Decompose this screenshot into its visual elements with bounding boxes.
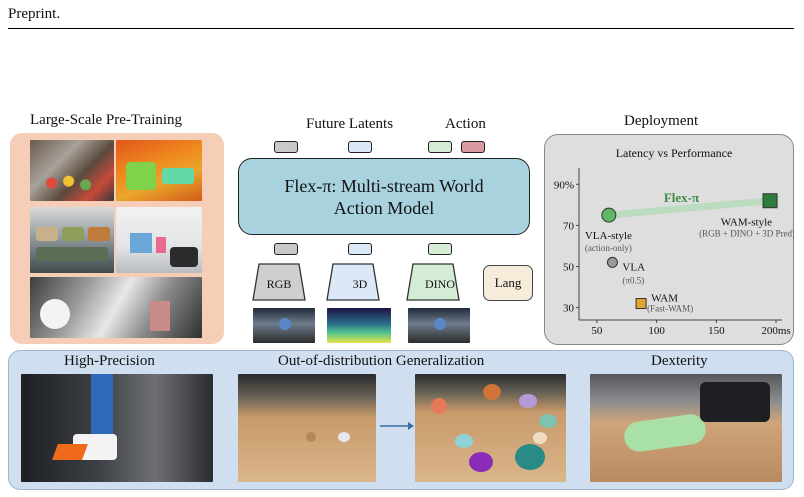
encoder-trapezoids: [252, 263, 460, 301]
arrow-icon: [380, 422, 414, 430]
y-tick-label: 90%: [554, 179, 574, 191]
point-label: VLA-style: [585, 230, 632, 242]
input-token-rgb: [274, 243, 298, 255]
point-label: VLA: [622, 261, 645, 273]
x-tick-label: 150: [708, 325, 725, 337]
lang-box: Lang: [483, 265, 533, 301]
x-tick-label: 100: [648, 325, 665, 337]
chart-title: Latency vs Performance: [616, 146, 733, 160]
photo-ood-after: [415, 374, 566, 482]
action-token: [461, 141, 485, 153]
thumb-3d: [327, 308, 391, 343]
pretrain-photo-trays: [30, 207, 114, 273]
x-tick-label: 200ms: [761, 325, 790, 337]
thumb-dino: [408, 308, 470, 343]
encoder-dino-shape: [406, 263, 460, 301]
pretrain-photo-depth: [116, 140, 202, 201]
point-sublabel: (π0.5): [622, 275, 644, 285]
point-wam-style: [762, 193, 778, 209]
point-sublabel: (action-only): [585, 243, 632, 253]
label-dexterity: Dexterity: [651, 353, 708, 369]
point-vla-style: [601, 207, 617, 223]
x-tick-label: 50: [591, 325, 603, 337]
flex-pi-highlight-label: Flex-π: [664, 190, 699, 205]
deployment-panel: [544, 134, 794, 345]
pretrain-photo-arms: [30, 277, 202, 338]
pretrain-panel: [10, 133, 224, 344]
header-rule: [8, 28, 794, 29]
point-vla: [606, 256, 618, 268]
model-name-line2: Action Model: [333, 197, 435, 218]
latent-token-3d: [348, 141, 372, 153]
encoder-label-dino: DINO: [425, 277, 455, 291]
pretrain-title: Large-Scale Pre-Training: [30, 112, 183, 128]
photo-ood-before: [238, 374, 376, 482]
latent-token-dino: [428, 141, 452, 153]
model-name-line1: Flex-π: Multi-stream World: [284, 175, 484, 196]
encoder-label-3d: 3D: [352, 277, 368, 291]
y-tick-label: 70: [563, 220, 575, 232]
photo-high-precision: [21, 374, 213, 482]
point-sublabel: (Fast-WAM): [647, 304, 693, 314]
photo-dexterity: [590, 374, 782, 482]
point-wam: [635, 298, 647, 310]
encoder-label-rgb: RGB: [266, 277, 292, 291]
y-tick-label: 30: [563, 303, 575, 315]
point-label: WAM-style: [721, 217, 772, 229]
pretrain-photo-kitchen: [30, 140, 114, 201]
input-token-3d: [348, 243, 372, 255]
point-sublabel: (RGB + DINO + 3D Pred): [699, 229, 794, 239]
encoder-rgb-shape: [252, 263, 306, 301]
flex-pi-trend-line: [605, 197, 774, 219]
thumb-rgb: [253, 308, 315, 343]
label-high-precision: High-Precision: [64, 353, 155, 369]
point-label: WAM: [651, 293, 678, 305]
deployment-title: Deployment: [624, 113, 699, 129]
page-header: Preprint.: [8, 6, 61, 22]
y-tick-label: 50: [563, 262, 575, 274]
input-token-dino: [428, 243, 452, 255]
encoder-3d-shape: [326, 263, 380, 301]
latent-token-rgb: [274, 141, 298, 153]
pretrain-photo-sink: [116, 207, 202, 273]
latency-performance-chart: Latency vs Performance 50 100 150 200ms 30 50…: [554, 146, 794, 337]
label-ood-generalization: Out-of-distribution Generalization: [278, 353, 485, 369]
future-latents-label: Future Latents: [306, 116, 394, 132]
flex-pi-model-box: Flex-π: Multi-stream World Action Model: [238, 158, 530, 235]
action-label: Action: [445, 116, 486, 132]
